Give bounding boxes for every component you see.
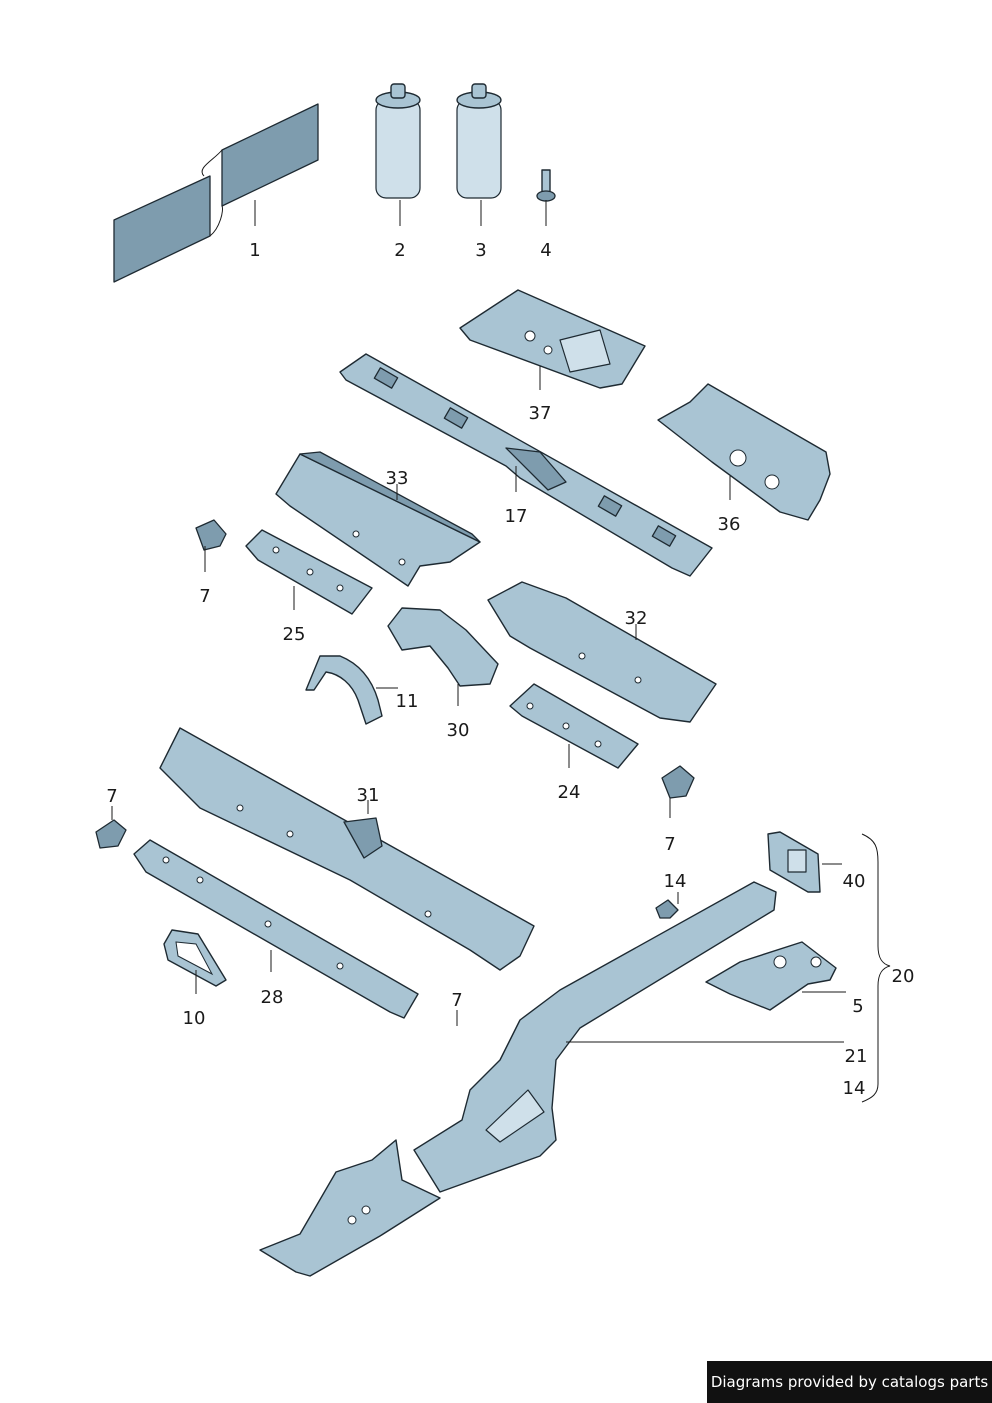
callout-37: 37 <box>529 403 552 424</box>
callout-14-a: 14 <box>664 871 687 892</box>
part-4-bolt <box>536 169 556 202</box>
part-36-panel <box>657 383 831 521</box>
part-21-longitudinal-member <box>413 881 777 1193</box>
part-1-strip <box>113 103 319 283</box>
part-7-clip-c <box>95 819 127 849</box>
part-37-panel <box>459 289 646 389</box>
callout-5: 5 <box>852 996 863 1017</box>
callout-30: 30 <box>447 720 470 741</box>
callout-40: 40 <box>843 871 866 892</box>
callout-21: 21 <box>845 1046 868 1067</box>
callout-2: 2 <box>394 240 405 261</box>
callout-31: 31 <box>357 785 380 806</box>
callout-labels: 1 2 3 4 37 36 33 17 7 25 32 11 30 24 7 3… <box>106 240 914 1099</box>
callout-7-c: 7 <box>106 786 117 807</box>
part-24-rail <box>509 683 639 769</box>
callout-1: 1 <box>249 240 260 261</box>
part-14-rear-member <box>259 1139 441 1277</box>
callout-17: 17 <box>505 506 528 527</box>
callout-14-b: 14 <box>843 1078 866 1099</box>
callout-20: 20 <box>892 966 915 987</box>
part-31-reinforcement <box>159 727 535 971</box>
leader-lines <box>111 200 846 1043</box>
part-32-reinforcement <box>487 581 717 723</box>
brace-20 <box>861 833 891 1103</box>
part-5-bracket <box>705 941 837 1011</box>
callout-24: 24 <box>558 782 581 803</box>
callout-11: 11 <box>396 691 419 712</box>
part-11-bracket <box>305 655 383 725</box>
part-28-rail <box>133 839 419 1019</box>
callout-25: 25 <box>283 624 306 645</box>
callout-10: 10 <box>183 1008 206 1029</box>
callout-7-b: 7 <box>664 834 675 855</box>
part-7-clip-b <box>661 765 695 799</box>
part-33-reinforcement <box>275 451 481 587</box>
part-3-spray-can <box>456 83 502 199</box>
callout-36: 36 <box>718 514 741 535</box>
part-2-spray-can <box>375 83 421 199</box>
part-10-gasket <box>163 929 227 987</box>
part-17-crossmember <box>339 353 713 577</box>
callout-28: 28 <box>261 987 284 1008</box>
callout-7-d: 7 <box>451 990 462 1011</box>
part-7-clip-a <box>195 519 227 551</box>
callout-7-a: 7 <box>199 586 210 607</box>
attribution-footer: Diagrams provided by catalogs parts <box>707 1361 992 1403</box>
callout-32: 32 <box>625 608 648 629</box>
part-30-tunnel <box>387 607 499 687</box>
callout-4: 4 <box>540 240 551 261</box>
callout-33: 33 <box>386 468 409 489</box>
part-14-clip <box>655 899 679 919</box>
part-25-rail <box>245 529 373 615</box>
part-40-bracket <box>767 831 821 893</box>
callout-3: 3 <box>475 240 486 261</box>
